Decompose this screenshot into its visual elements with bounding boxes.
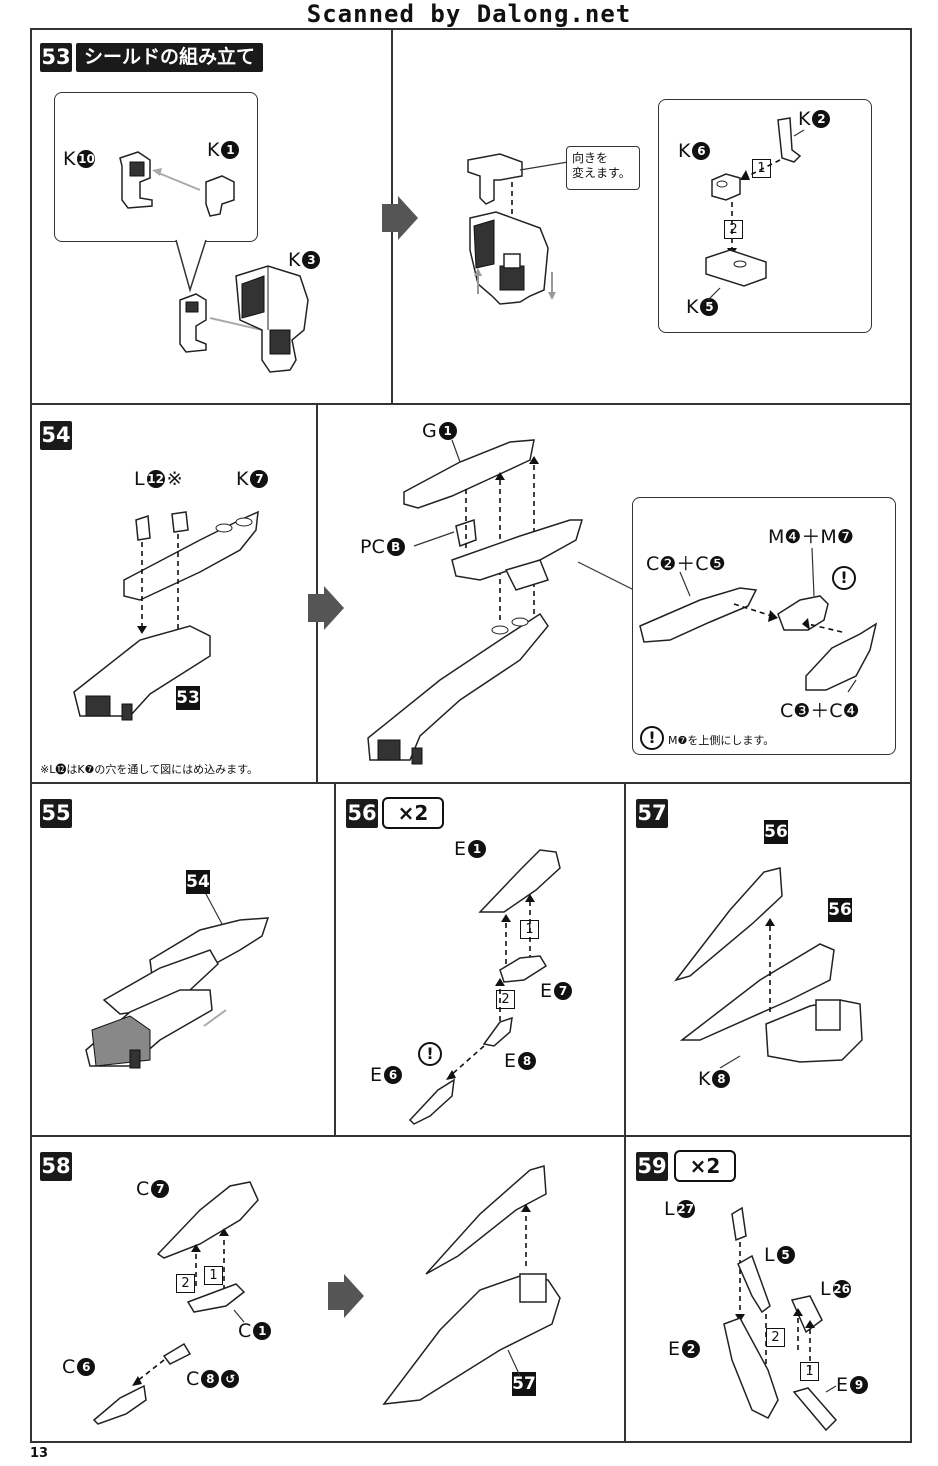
- col-divider-55-56: [334, 782, 336, 1135]
- step-57-parts: [674, 867, 863, 1069]
- step-54-big-arrow: [308, 586, 344, 630]
- caution-icon: !: [418, 1042, 442, 1066]
- quantity-badge: ×2: [382, 797, 444, 829]
- caution-icon-note: !: [640, 726, 664, 750]
- step-number: 54: [40, 421, 72, 450]
- callout-rotate-bubble: [566, 146, 640, 190]
- sub-assembly-badge-54: 54: [186, 870, 210, 894]
- label-c3-c4: C❸＋C❹: [780, 700, 860, 722]
- part-k10: [119, 151, 153, 209]
- scanner-watermark: Scanned by Dalong.net: [306, 0, 632, 28]
- order-marker-2: 2: [766, 1328, 785, 1347]
- step-number: 53: [40, 43, 72, 72]
- part-lower-assembly: [469, 211, 549, 305]
- part-k3: [235, 265, 309, 373]
- step-53-big-arrow: [382, 196, 418, 240]
- step-53-detail-parts: [705, 117, 805, 301]
- sub-assembly-badge-56a: 56: [764, 820, 788, 844]
- order-marker-2: 2: [176, 1274, 195, 1293]
- detail-callout-box-right: [658, 99, 872, 333]
- quantity-badge: ×2: [674, 1150, 736, 1182]
- step-58-parts-right: [382, 1165, 561, 1405]
- part-k6: [711, 173, 741, 201]
- col-divider-56-57: [624, 782, 626, 1135]
- step-number: 55: [40, 799, 72, 828]
- step-number: 56: [346, 799, 378, 828]
- step-54-parts-center: [367, 439, 635, 765]
- part-assembled-small: [179, 293, 207, 353]
- step-58-big-arrow: [328, 1274, 364, 1318]
- part-k1: [205, 175, 235, 217]
- row-divider-1: [30, 403, 912, 405]
- sub-assembly-badge-56b: 56: [828, 898, 852, 922]
- page-number: 13: [30, 1446, 49, 1461]
- row-divider-2: [30, 782, 912, 784]
- step-54-parts-left: [73, 510, 259, 721]
- label-m4-m7: M❹＋M❼: [768, 526, 854, 548]
- step-55-assembly: [85, 893, 270, 1069]
- step-number: 59: [636, 1152, 668, 1181]
- step-title: シールドの組み立て: [76, 43, 264, 72]
- sub-assembly-badge-57: 57: [512, 1372, 536, 1396]
- step-58-parts-left: [92, 1181, 259, 1425]
- callout-rotate-text: 向きを 変えます。: [572, 151, 631, 180]
- col-divider-58-59: [624, 1135, 626, 1443]
- order-marker-1: 1: [800, 1362, 819, 1381]
- step-54-detail-parts: [639, 547, 878, 693]
- order-marker-2: 2: [496, 990, 515, 1009]
- caution-icon: !: [832, 566, 856, 590]
- step-56-parts: [408, 849, 561, 1125]
- callout-pointer: [175, 239, 207, 293]
- order-marker-1: 1: [204, 1266, 223, 1285]
- order-marker-2: 2: [724, 220, 743, 239]
- part-k2: [777, 117, 802, 163]
- step-number: 58: [40, 1152, 72, 1181]
- label-c2-c5: C❷＋C❺: [646, 553, 726, 575]
- step-53-parts-right: [467, 153, 569, 305]
- row-divider-3: [30, 1135, 912, 1137]
- col-divider-54: [316, 403, 318, 782]
- part-upper-assembly: [467, 153, 523, 205]
- step-number: 57: [636, 799, 668, 828]
- step-54-footnote: ※L⓬はK❼の穴を通して図にはめ込みます。: [40, 763, 258, 776]
- caution-note: M❼を上側にします。: [668, 734, 775, 747]
- part-k5: [705, 249, 767, 287]
- step-53-parts-left: [119, 151, 309, 373]
- sub-assembly-badge-53: 53: [176, 686, 200, 710]
- page-frame: [30, 28, 912, 1443]
